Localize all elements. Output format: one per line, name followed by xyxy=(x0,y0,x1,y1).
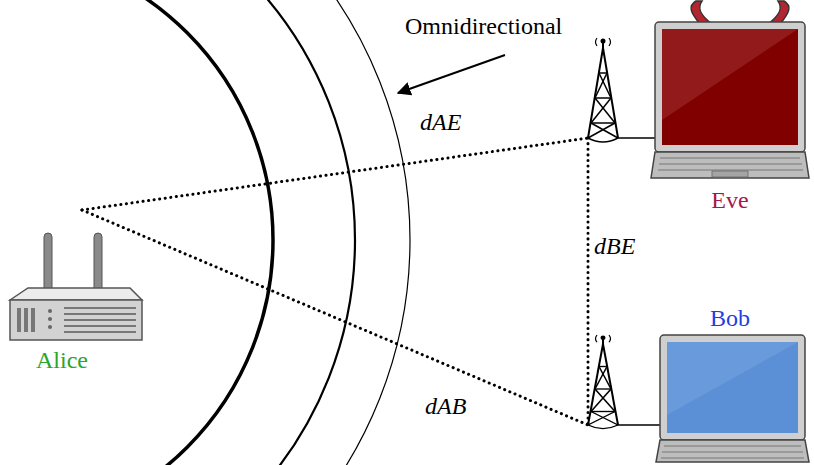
laptop-icon xyxy=(656,335,809,462)
cable xyxy=(618,137,655,139)
wavefront xyxy=(0,0,355,465)
distance-label: dAE xyxy=(420,108,461,136)
laptop-icon xyxy=(651,1,809,178)
distance-label: dAB xyxy=(425,392,466,420)
distance-line xyxy=(587,138,590,425)
station-node: Bob xyxy=(588,302,810,465)
cable xyxy=(618,424,660,426)
distance-label: dBE xyxy=(594,232,635,260)
station-label: Alice xyxy=(36,346,88,374)
station-node: Alice xyxy=(8,210,152,376)
station-node: Eve xyxy=(588,0,810,220)
wavefront xyxy=(0,0,410,465)
station-label: Bob xyxy=(710,304,750,332)
router-icon xyxy=(10,233,142,340)
distance-line xyxy=(82,138,588,210)
annotation-label: Omnidirectional xyxy=(405,12,562,40)
station-label: Eve xyxy=(711,186,748,214)
antenna-tower xyxy=(588,335,618,429)
wavefront xyxy=(0,0,273,465)
pointer-arrow xyxy=(398,55,505,93)
antenna-tower xyxy=(588,38,618,142)
distance-line xyxy=(82,210,588,425)
